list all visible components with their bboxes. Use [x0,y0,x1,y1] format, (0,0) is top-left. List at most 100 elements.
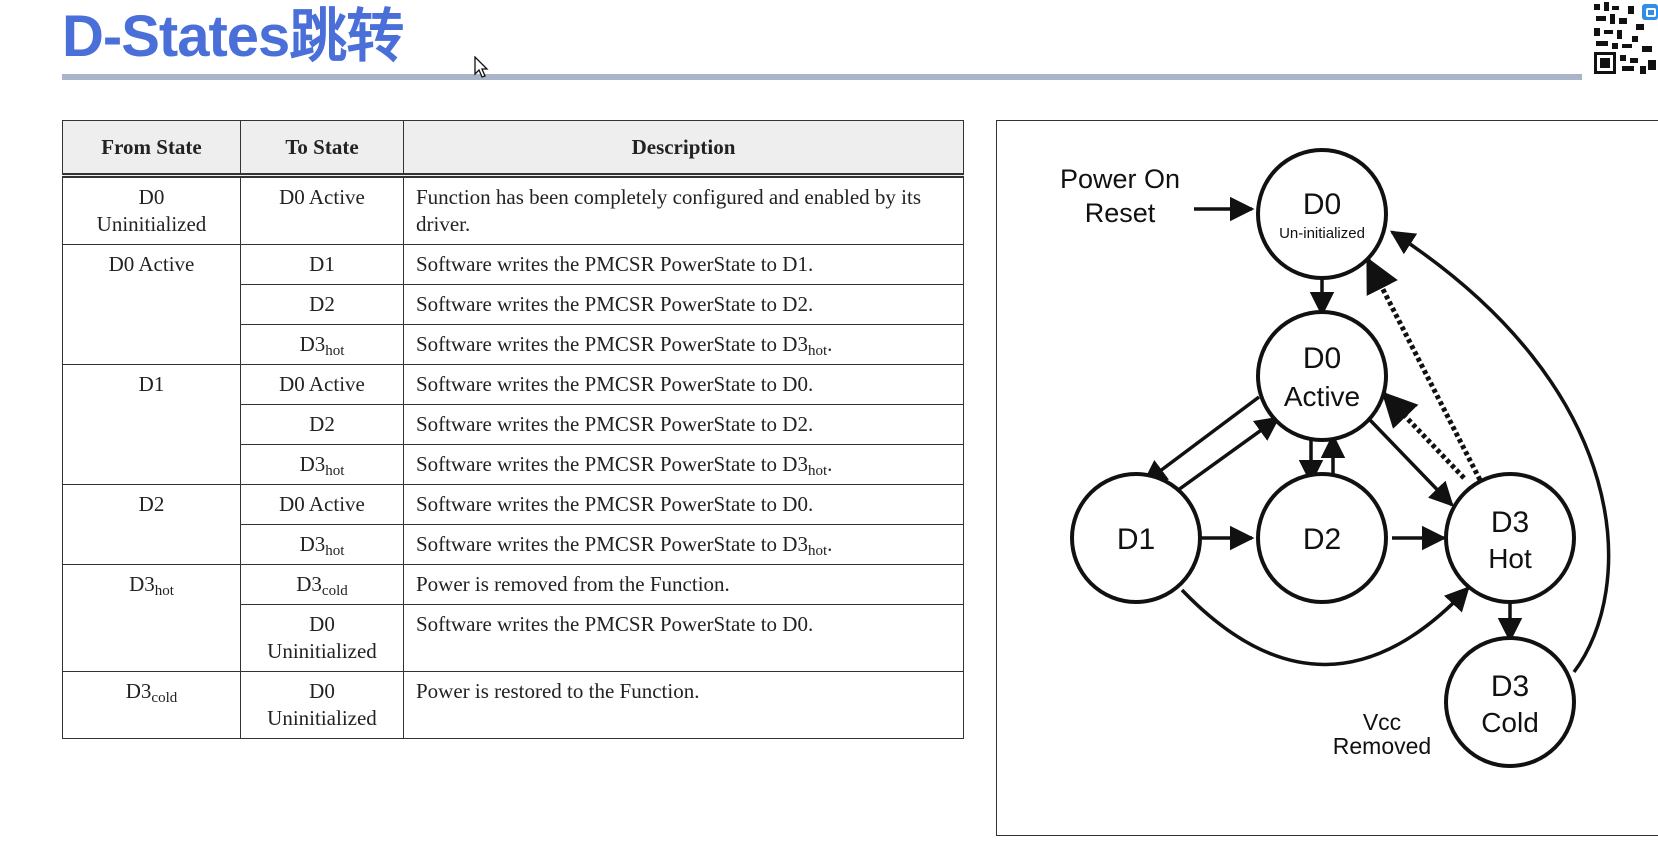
node-d3-cold-sublabel: Cold [1481,707,1539,738]
from-state-subscript: cold [151,690,178,706]
to-state-label-line2: Uninitialized [267,639,377,663]
vcc-removed-label-line2: Removed [1333,733,1431,759]
to-state-subscript: hot [325,343,345,359]
qr-code-icon [1592,0,1658,80]
from-state-cell: D3cold [62,671,241,739]
from-state-cell: D0 Active [62,244,241,365]
edge-d0-active-to-d1 [1142,395,1261,485]
from-state-label: D3 [125,679,152,703]
edge-d1-to-d0-active [1172,416,1280,495]
description-cell: Software writes the PMCSR PowerState to … [403,484,964,525]
table-row: D0 Active D1 Software writes the PMCSR P… [62,244,964,365]
node-d0-active: D0 Active [1256,310,1388,442]
table-row: D3hot D3cold Power is removed from the F… [62,564,964,672]
description-cell: Power is removed from the Function. [403,564,964,605]
description-cell: Software writes the PMCSR PowerState to … [403,284,964,325]
node-d1-label: D1 [1117,523,1155,556]
node-d2-label: D2 [1303,523,1341,556]
col-header-from-state: From State [62,120,241,178]
edge-d0-active-to-d3-hot [1368,418,1454,507]
description-cell: Software writes the PMCSR PowerState to … [403,524,964,565]
description-cell: Software writes the PMCSR PowerState to … [403,404,964,445]
to-state-subscript: hot [325,543,345,559]
from-state-cell: D3hot [62,564,241,672]
mouse-cursor-icon [474,56,489,78]
from-state-label: D0 Active [108,252,195,276]
node-d0-uninitialized-sublabel: Un-initialized [1279,225,1365,242]
to-state-subscript: cold [321,583,348,599]
table-row: D3hot Software writes the PMCSR PowerSta… [63,324,964,365]
to-state-label: D0 [309,679,335,703]
to-state-label: D0 Active [279,492,365,516]
title-underline [62,74,1582,80]
to-state-cell: D3cold [240,564,404,605]
node-d0-uninitialized-label: D0 [1303,188,1341,221]
description-text: Software writes the PMCSR PowerState to … [416,452,808,476]
to-state-cell: D2 [240,284,404,325]
col-header-description: Description [403,120,964,178]
to-state-label: D0 Active [279,372,365,396]
from-state-cell: D1 [62,364,241,485]
node-d0-active-sublabel: Active [1284,381,1360,412]
page-title: D-States跳转 [62,4,404,69]
to-state-subscript: hot [325,463,345,479]
description-end: . [827,532,833,556]
description-subscript: hot [807,343,828,359]
to-state-cell: D2 [240,404,404,445]
from-state-label: D2 [138,492,165,516]
vcc-removed-label: Vcc [1363,709,1401,735]
to-state-label: D0 Active [279,185,365,209]
from-state-subscript: hot [154,583,174,599]
edge-d3-hot-to-d0-active-dotted [1381,391,1466,480]
description-cell: Software writes the PMCSR PowerState to … [403,324,964,365]
description-subscript: hot [807,463,828,479]
to-state-label: D0 [309,612,335,636]
to-state-cell: D0 Active [240,364,404,405]
table-header-row: From State To State Description [62,120,964,178]
to-state-label: D3 [299,532,326,556]
edge-d3-cold-to-d0-uninit-curve [1389,230,1611,674]
to-state-cell: D0 Active [240,484,404,525]
node-d3-hot-sublabel: Hot [1488,543,1532,574]
to-state-label: D1 [309,252,335,276]
description-cell: Function has been completely configured … [403,175,964,245]
power-on-reset-label-line2: Reset [1085,198,1156,228]
d-state-transition-diagram: D0 Un-initialized D0 Active D1 D2 D3 Hot… [1060,148,1611,768]
description-cell: Software writes the PMCSR PowerState to … [403,604,964,672]
from-state-label: D0 [138,185,165,209]
description-cell: Software writes the PMCSR PowerState to … [403,364,964,405]
description-end: . [827,332,833,356]
node-d0-uninitialized: D0 Un-initialized [1256,148,1388,280]
node-d3-cold: D3 Cold [1444,636,1576,768]
table-row: D1 D0 Active Software writes the PMCSR P… [62,364,964,485]
node-d3-cold-label: D3 [1491,670,1529,703]
description-cell: Software writes the PMCSR PowerState to … [403,244,964,285]
node-d0-active-label: D0 [1303,342,1341,375]
to-state-cell: D3hot [240,444,404,485]
node-d2: D2 [1256,472,1388,604]
description-cell: Power is restored to the Function. [403,671,964,739]
from-state-label-line2: Uninitialized [96,212,207,236]
to-state-label: D2 [309,292,335,316]
node-d3-hot: D3 Hot [1444,472,1576,604]
to-state-label: D3 [296,572,322,596]
table-row: D2 D0 Active Software writes the PMCSR P… [62,484,964,565]
edge-d1-to-d3-hot-curve [1180,586,1470,667]
from-state-label: D1 [138,372,165,396]
description-subscript: hot [807,543,828,559]
table-row: D3hot Software writes the PMCSR PowerSta… [63,444,964,485]
edge-d3-hot-to-d0-uninit-dotted [1365,256,1483,482]
state-diagram-frame [996,120,1658,836]
node-d1: D1 [1070,472,1202,604]
to-state-cell: D3hot [240,524,404,565]
description-text: Software writes the PMCSR PowerState to … [416,332,808,356]
to-state-cell: D1 [240,244,404,285]
description-end: . [827,452,833,476]
description-cell: Software writes the PMCSR PowerState to … [403,444,964,485]
